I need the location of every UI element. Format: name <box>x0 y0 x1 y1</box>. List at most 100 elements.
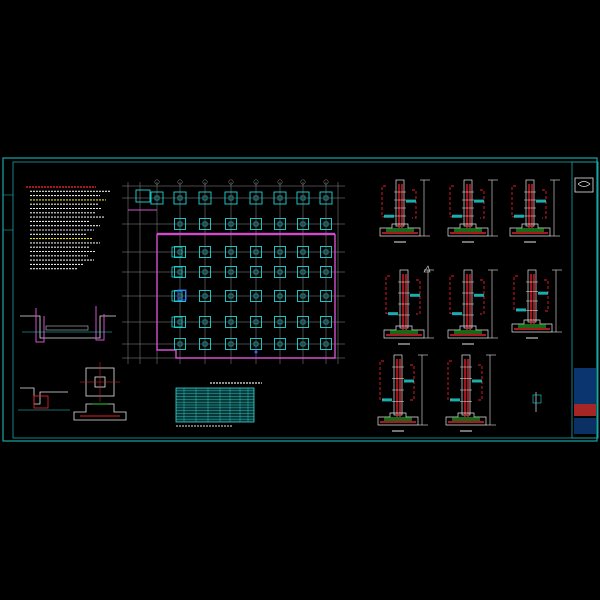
section-label-tag <box>514 214 524 218</box>
column-pedestal <box>277 269 283 275</box>
section-footing-fill <box>516 228 544 232</box>
column-footing <box>225 246 237 258</box>
section-footing-outline <box>379 223 421 237</box>
column-footing <box>199 290 211 302</box>
column-pedestal <box>253 195 259 201</box>
column-pedestal <box>177 195 183 201</box>
column-pedestal <box>253 319 259 325</box>
section-label-tag <box>384 214 394 218</box>
section-dim-bracket <box>480 189 485 219</box>
column-pedestal <box>323 319 329 325</box>
column-footing <box>250 316 262 328</box>
column-footing <box>135 189 151 203</box>
column-pedestal <box>277 341 283 347</box>
footing-section-outline <box>73 403 127 421</box>
section-label-tag <box>472 379 482 383</box>
column-footing <box>319 191 333 205</box>
section-column-outline <box>525 179 535 227</box>
column-footing <box>171 266 183 278</box>
section-footing-outline <box>445 412 487 426</box>
section-label-tag <box>410 293 420 297</box>
column-footing <box>225 266 237 278</box>
column-pedestal <box>323 195 329 201</box>
grid-axis-bubble <box>177 179 183 185</box>
column-footing <box>273 191 287 205</box>
column-footing <box>225 218 237 230</box>
section-label-tag <box>516 308 526 312</box>
column-footing <box>224 191 238 205</box>
column-footing <box>297 218 309 230</box>
section-column-outline <box>393 354 403 416</box>
section-footing-outline <box>447 325 489 339</box>
outer-border <box>2 157 598 442</box>
grid-axis-bubble <box>154 179 160 185</box>
column-footing <box>225 290 237 302</box>
section-dim-bracket <box>416 279 421 315</box>
column-pedestal <box>300 341 306 347</box>
grid-axis-bubble <box>228 179 234 185</box>
column-pedestal <box>228 269 234 275</box>
column-footing <box>249 191 263 205</box>
column-pedestal <box>300 221 306 227</box>
column-footing <box>199 316 211 328</box>
column-footing <box>320 290 332 302</box>
column-pedestal <box>228 341 234 347</box>
column-pedestal <box>300 249 306 255</box>
pit-detail-outline <box>20 387 68 405</box>
column-pedestal <box>202 293 208 299</box>
stair-footing <box>177 289 187 301</box>
column-footing <box>174 338 186 350</box>
section-label-tag <box>538 291 548 295</box>
column-footing <box>250 290 262 302</box>
section-dim-bracket <box>447 360 452 400</box>
section-label-tag <box>450 398 460 402</box>
column-footing <box>174 218 186 230</box>
column-pedestal <box>277 221 283 227</box>
column-footing <box>171 290 183 302</box>
column-pedestal <box>277 195 283 201</box>
section-dim-bracket <box>385 275 390 314</box>
column-footing <box>173 191 187 205</box>
column-footing <box>199 266 211 278</box>
column-pedestal <box>323 249 329 255</box>
column-footing <box>274 266 286 278</box>
column-pedestal <box>300 195 306 201</box>
section-label-tag <box>404 379 414 383</box>
left-detail-sections <box>18 306 127 421</box>
column-pedestal <box>253 341 259 347</box>
column-footing <box>198 191 212 205</box>
column-footing <box>274 246 286 258</box>
section-dim-bracket <box>542 189 547 219</box>
section-dim-bracket <box>412 189 417 219</box>
section-column-outline <box>461 354 471 416</box>
section-dim-bracket <box>379 360 384 400</box>
column-pedestal <box>300 319 306 325</box>
column-footing <box>297 338 309 350</box>
column-pedestal <box>277 249 283 255</box>
column-pedestal <box>300 293 306 299</box>
grid-axis-bubble <box>277 179 283 185</box>
column-pedestal <box>154 195 160 201</box>
grid-axis-bubble <box>323 179 329 185</box>
column-footing <box>320 316 332 328</box>
section-footing-outline <box>377 412 419 426</box>
wall-section-outline <box>20 315 116 339</box>
north-arrow-icon <box>423 265 431 273</box>
column-pedestal <box>253 249 259 255</box>
small-detail-marker <box>532 392 542 412</box>
section-label-tag <box>452 214 462 218</box>
marker-dot <box>254 350 258 354</box>
column-footing <box>171 246 183 258</box>
section-footing-fill <box>386 228 414 232</box>
column-pedestal <box>323 293 329 299</box>
column-footing <box>199 218 211 230</box>
column-footing <box>171 316 183 328</box>
column-footing <box>174 246 186 258</box>
section-footing-fill <box>452 417 480 421</box>
section-dim-bracket <box>480 279 485 315</box>
column-pedestal <box>202 319 208 325</box>
column-footing <box>250 338 262 350</box>
column-footing <box>174 266 186 278</box>
column-pedestal <box>202 195 208 201</box>
section-label-tag <box>536 199 546 203</box>
